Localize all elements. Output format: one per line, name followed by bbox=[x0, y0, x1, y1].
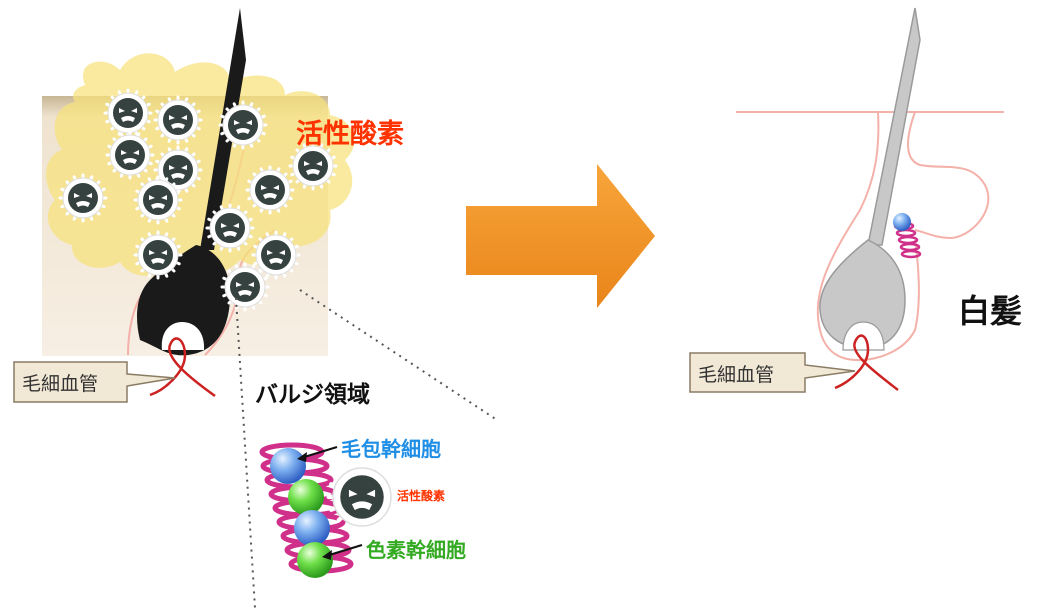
sebaceous-gland-outline bbox=[907, 111, 990, 240]
capillary-label-right: 毛細血管 bbox=[698, 364, 775, 386]
follicle-stem-cell-label: 毛包幹細胞 bbox=[341, 437, 441, 461]
virus-face-icon bbox=[58, 173, 108, 223]
follicle-outline-right bbox=[816, 111, 920, 362]
follicle-stem-cell-ball-small bbox=[893, 213, 911, 231]
ros-label-main: 活性酸素 bbox=[296, 119, 404, 150]
pigment-stem-cell-ball bbox=[288, 479, 324, 515]
virus-face-icon bbox=[245, 165, 295, 215]
virus-face-icon bbox=[205, 203, 255, 253]
pigment-stem-cell-label: 色素幹細胞 bbox=[366, 538, 466, 562]
dermal-papilla-left bbox=[161, 322, 205, 350]
virus-face-icon bbox=[218, 100, 268, 150]
follicle-stem-cell-ball bbox=[270, 448, 306, 484]
gray-hair-label: 白髪 bbox=[958, 292, 1023, 330]
ros-label-small: 活性酸素 bbox=[397, 489, 446, 503]
zoom-line-left bbox=[235, 297, 256, 609]
zoom-line-right bbox=[299, 289, 498, 421]
right-arrow-icon bbox=[466, 164, 655, 308]
capillary-callout-left-box bbox=[13, 361, 176, 403]
virus-face-icon bbox=[220, 262, 270, 312]
pointer-arrow-pigment bbox=[325, 543, 363, 558]
bulge-region-label: バルジ領域 bbox=[255, 382, 370, 408]
gray-hair-shaft bbox=[867, 7, 921, 246]
pointer-arrow-follicle bbox=[300, 445, 338, 460]
capillary-label-left: 毛細血管 bbox=[22, 373, 99, 395]
virus-face-icon bbox=[133, 175, 183, 225]
virus-face-icon bbox=[103, 88, 153, 138]
virus-face-icon bbox=[153, 95, 203, 145]
virus-face-icon bbox=[329, 464, 396, 531]
capillary-right bbox=[834, 334, 899, 391]
capillary-callout-right-box bbox=[689, 352, 856, 393]
follicle-stem-cell-ball bbox=[294, 510, 330, 546]
virus-face-icon bbox=[133, 230, 183, 280]
pigment-stem-cell-ball bbox=[297, 542, 333, 578]
virus-face-icon bbox=[105, 130, 155, 180]
